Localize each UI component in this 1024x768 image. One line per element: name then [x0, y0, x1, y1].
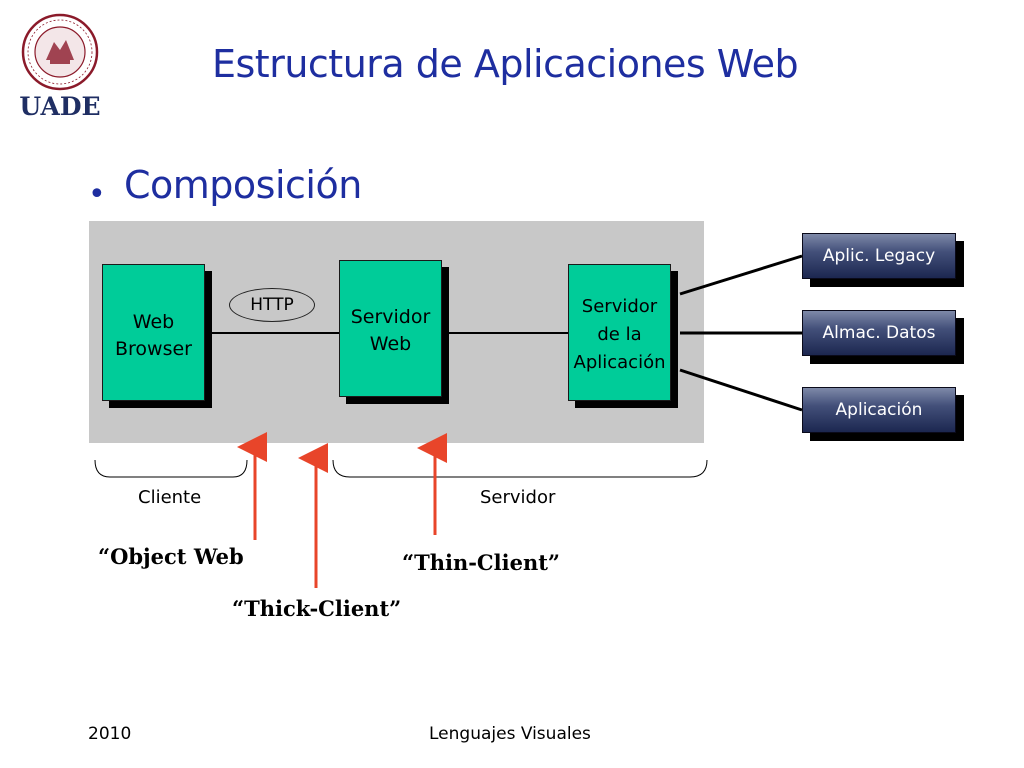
- slide-title: Estructura de Aplicaciones Web: [212, 42, 799, 86]
- backend-data: Almac. Datos: [802, 310, 964, 364]
- backend-legacy-label: Aplic. Legacy: [802, 233, 956, 279]
- http-label: HTTP: [229, 288, 315, 322]
- bullet-text: Composición: [124, 163, 362, 207]
- connector-app: [679, 368, 803, 412]
- web-browser-box: Web Browser: [102, 264, 212, 408]
- client-label: Cliente: [138, 487, 202, 508]
- server-brace: [332, 459, 708, 478]
- object-web-label: “Object Web: [98, 544, 244, 569]
- web-browser-label: Web Browser: [115, 311, 192, 360]
- connector-legacy: [679, 254, 803, 296]
- uade-logo: UADE: [14, 12, 106, 122]
- backend-app-label: Aplicación: [802, 387, 956, 433]
- thick-client-label: “Thick-Client”: [232, 596, 402, 621]
- footer-year: 2010: [88, 724, 132, 744]
- server-label: Servidor: [480, 487, 556, 508]
- client-brace: [94, 459, 248, 478]
- web-server-label: Servidor Web: [350, 306, 431, 355]
- backend-data-label: Almac. Datos: [802, 310, 956, 356]
- app-server-label: Servidor de la Aplicación: [573, 296, 666, 373]
- thin-client-label: “Thin-Client”: [402, 550, 561, 575]
- bullet-dot-icon: •: [88, 177, 106, 212]
- footer-course: Lenguajes Visuales: [429, 724, 591, 744]
- app-server-box: Servidor de la Aplicación: [568, 264, 678, 408]
- backend-legacy: Aplic. Legacy: [802, 233, 964, 287]
- web-server-box: Servidor Web: [339, 260, 449, 404]
- backend-app: Aplicación: [802, 387, 964, 441]
- university-seal-icon: [21, 13, 99, 91]
- logo-text: UADE: [19, 92, 101, 121]
